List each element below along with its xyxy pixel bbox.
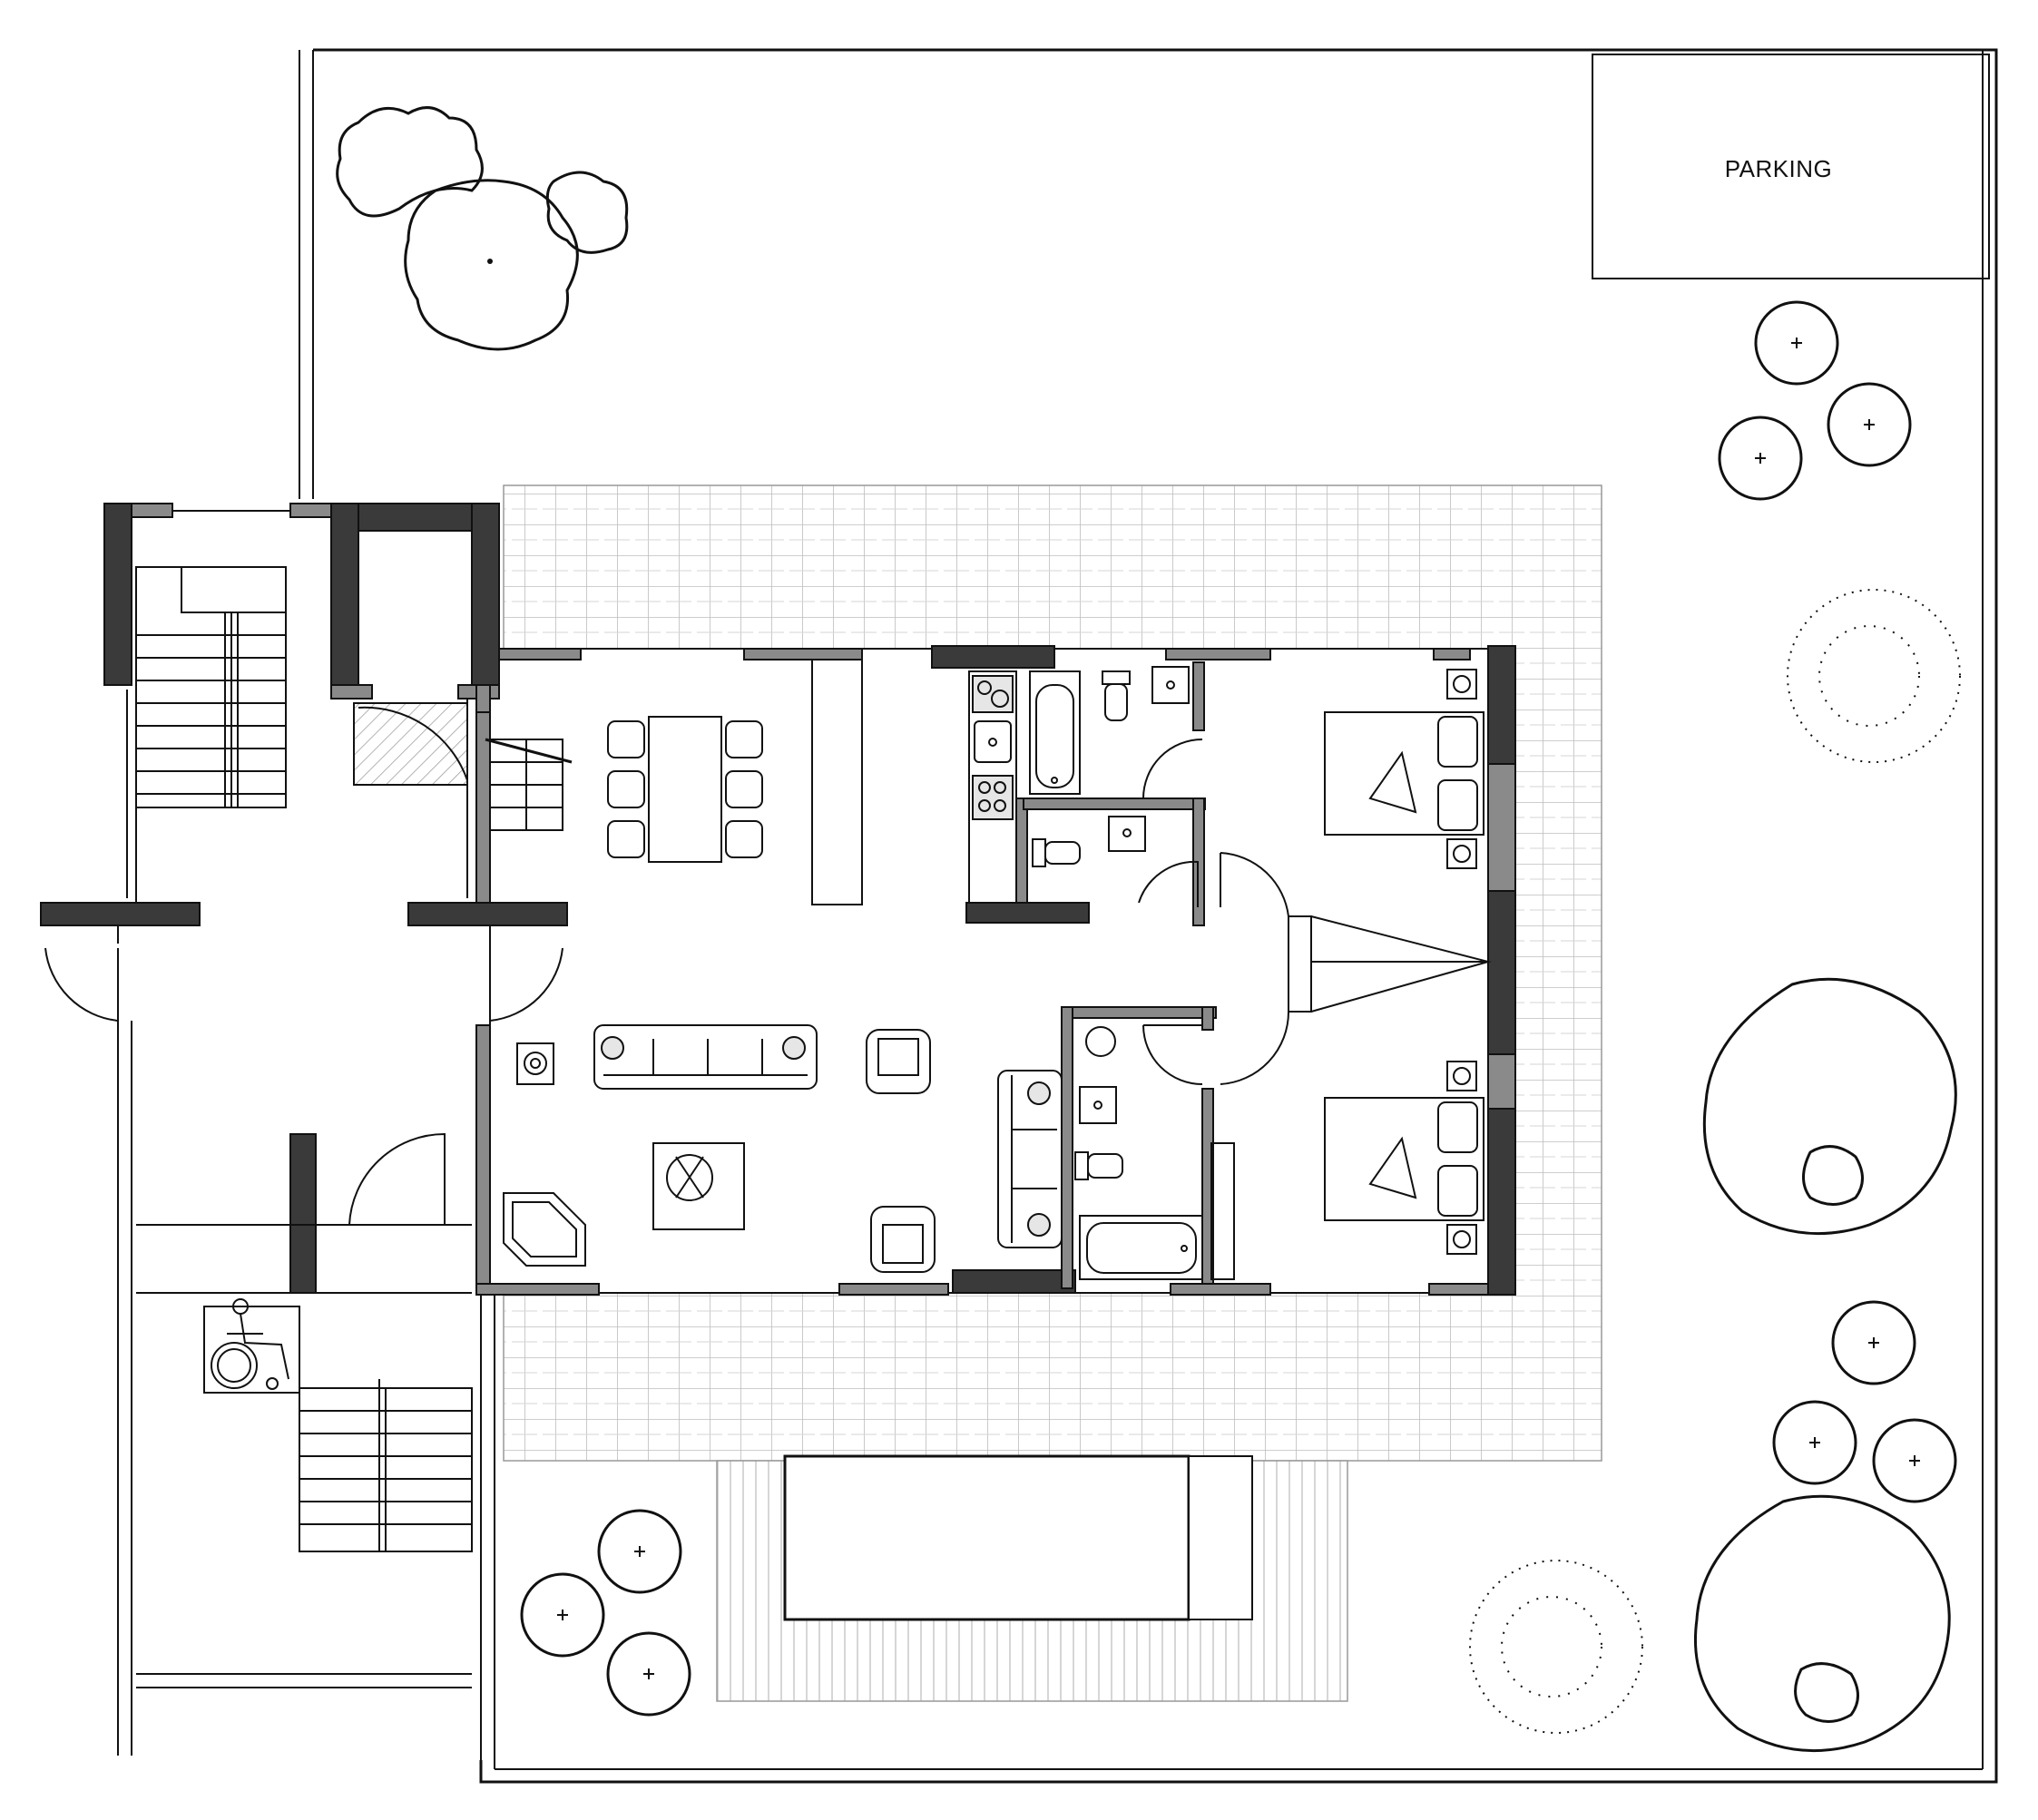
armchair-icon — [870, 1206, 936, 1273]
bathroom-1 — [1029, 666, 1190, 795]
sink-icon — [1151, 666, 1190, 704]
fireplace — [516, 1042, 554, 1085]
sink-icon — [1108, 816, 1146, 852]
stair-icon — [485, 738, 573, 831]
parking-label: PARKING — [1725, 155, 1833, 182]
bathtub-icon — [1079, 1215, 1203, 1280]
bed-icon — [1324, 669, 1484, 869]
sink-icon — [1079, 1086, 1117, 1124]
shrub-icon — [520, 300, 1957, 1717]
sink-icon — [974, 720, 1012, 763]
pool-step — [1188, 1455, 1253, 1620]
dining-table-icon — [607, 716, 763, 863]
stair-core — [40, 503, 573, 1756]
stair-icon — [135, 566, 287, 808]
parking-area: PARKING — [1592, 54, 1990, 279]
elevator — [353, 702, 468, 786]
toilet-icon — [1032, 838, 1081, 867]
bathtub-icon — [1029, 670, 1081, 795]
tree-icon — [1787, 589, 1961, 763]
bathroom-2 — [1032, 816, 1146, 867]
pool — [783, 1454, 1190, 1621]
corner-cabinet — [503, 1192, 586, 1267]
site-boundary — [299, 48, 1998, 1784]
toilet-icon — [1074, 1151, 1123, 1180]
sofa-icon — [593, 1024, 818, 1090]
tree-icon — [336, 106, 629, 351]
toilet-icon — [1102, 670, 1131, 721]
tree-icon — [1469, 1560, 1643, 1734]
tree-icon — [1702, 977, 1957, 1236]
stove-icon — [972, 675, 1014, 820]
wheelchair-icon — [203, 1298, 300, 1394]
kitchen — [968, 670, 1017, 904]
coffee-table — [652, 1142, 745, 1230]
tree-icon — [1693, 1494, 1951, 1753]
sofa-icon — [997, 1070, 1063, 1248]
door-swing-icon — [1138, 739, 1290, 1085]
bed-icon — [1324, 1061, 1484, 1255]
pool-area — [716, 1454, 1348, 1702]
bathroom-3 — [1074, 1026, 1203, 1280]
stair-icon — [299, 1379, 473, 1552]
armchair-icon — [866, 1029, 931, 1094]
